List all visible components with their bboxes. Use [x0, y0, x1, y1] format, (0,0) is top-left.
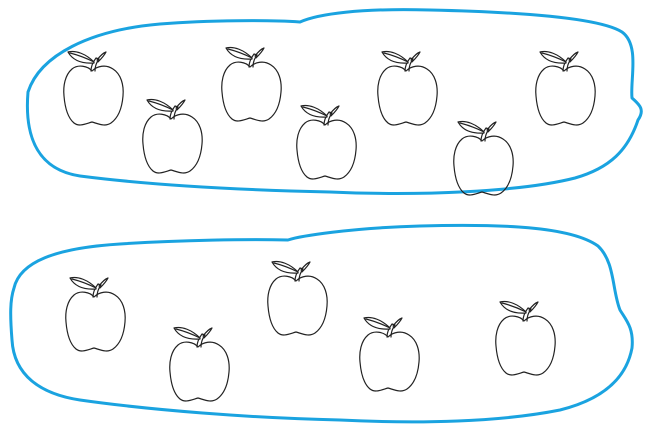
apple-icon — [496, 301, 555, 374]
bottom-group-outline — [11, 225, 633, 421]
apple-icon — [170, 327, 229, 400]
apple-icon — [536, 51, 595, 124]
top-group-outline — [27, 10, 641, 194]
apple-icon — [268, 261, 327, 334]
apples — [64, 47, 595, 400]
apple-icon — [66, 277, 125, 350]
apple-icon — [222, 47, 281, 120]
apple-icon — [454, 121, 513, 194]
apple-icon — [143, 99, 202, 172]
apple-icon — [64, 51, 123, 124]
apple-icon — [360, 317, 419, 390]
apple-icon — [297, 105, 356, 178]
apple-icon — [378, 51, 437, 124]
